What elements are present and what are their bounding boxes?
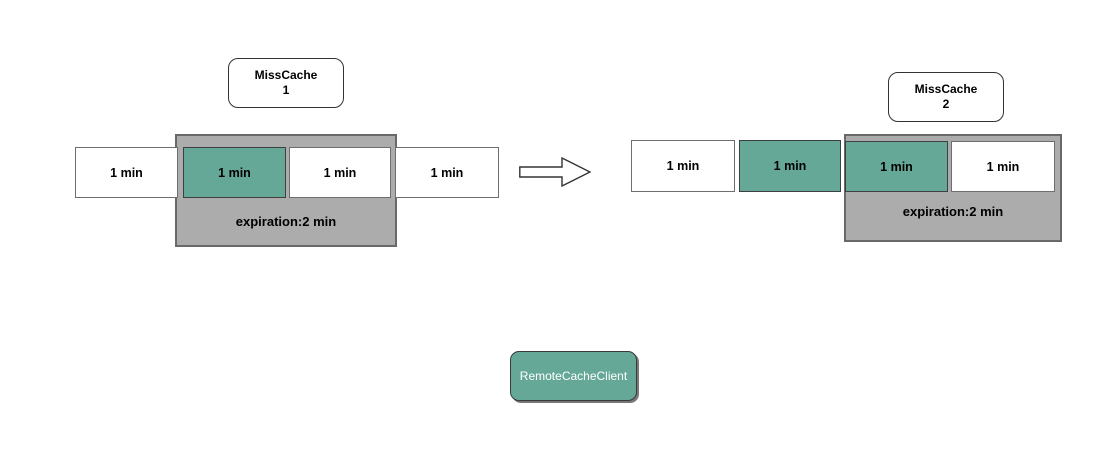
right-arrow-svg	[519, 156, 592, 188]
expiration-label-1: expiration:2 min	[235, 214, 337, 229]
right-cell-3-label: 1 min	[880, 159, 913, 174]
right-cell-2-label: 1 min	[773, 159, 807, 173]
right-arrow-icon	[519, 156, 592, 188]
right-cell-4: 1 min	[951, 141, 1055, 192]
left-cell-3: 1 min	[289, 147, 391, 198]
left-cell-2-label: 1 min	[218, 165, 251, 180]
left-cell-1: 1 min	[75, 147, 178, 198]
right-cell-1-label: 1 min	[666, 159, 700, 173]
right-cell-1: 1 min	[631, 140, 735, 192]
misscache-2-box: MissCache 2	[888, 72, 1004, 122]
right-cell-4-label: 1 min	[986, 159, 1020, 174]
misscache-1-title-line1: MissCache	[254, 68, 318, 82]
remote-cache-client-label: RemoteCacheClient	[519, 369, 628, 383]
left-cell-1-label: 1 min	[110, 165, 143, 180]
misscache-2-title-line2: 2	[942, 97, 950, 111]
left-cell-4-label: 1 min	[430, 165, 464, 180]
remote-cache-client-box: RemoteCacheClient	[510, 351, 637, 401]
misscache-1-box: MissCache 1	[228, 58, 344, 108]
misscache-1-title-line2: 1	[282, 83, 290, 97]
left-cell-2: 1 min	[183, 147, 286, 198]
left-cell-4: 1 min	[395, 147, 499, 198]
right-cell-3: 1 min	[845, 141, 948, 192]
expiration-label-2: expiration:2 min	[902, 204, 1004, 219]
left-cell-3-label: 1 min	[323, 165, 357, 180]
right-cell-2: 1 min	[739, 140, 841, 192]
misscache-2-title-line1: MissCache	[914, 82, 978, 96]
